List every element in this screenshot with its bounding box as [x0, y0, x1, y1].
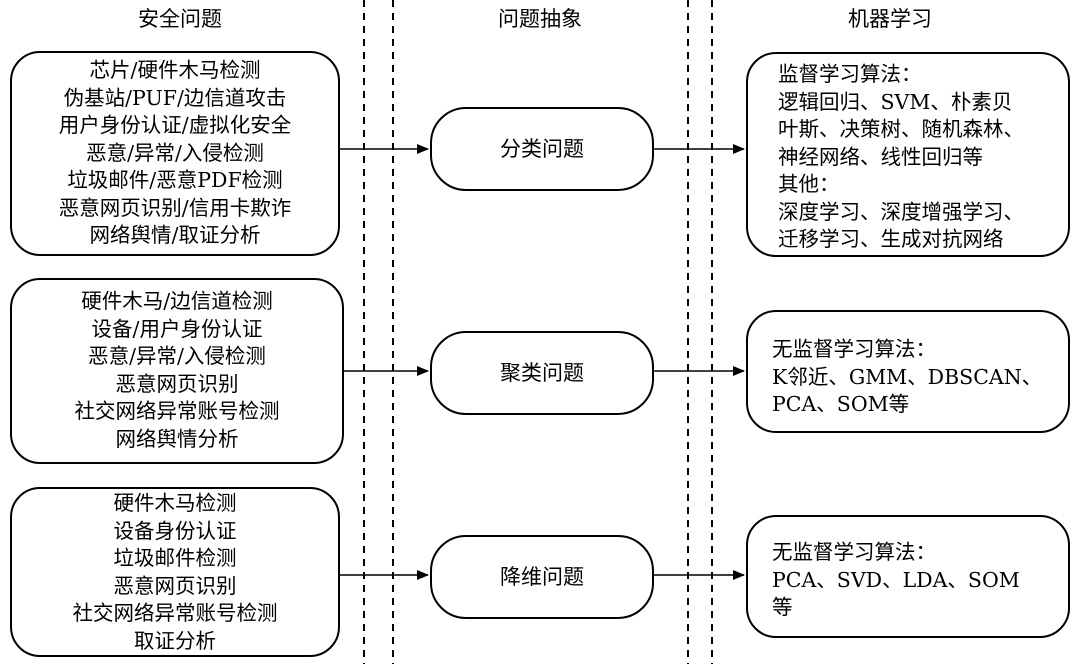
method-line: PCA、SVD、LDA、SOM [772, 567, 1020, 592]
security-box-2: 硬件木马/边信道检测 设备/用户身份认证 恶意/异常/入侵检测 恶意网页识别 社… [10, 278, 344, 464]
header-ml: 机器学习 [848, 7, 932, 31]
problem-line: 恶意/异常/入侵检测 [88, 344, 266, 368]
problem-line: 社交网络异常账号检测 [72, 601, 278, 625]
method-line: K邻近、GMM、DBSCAN、 [772, 364, 1043, 389]
method-line: 无监督学习算法： [772, 337, 936, 361]
problem-line: 硬件木马/边信道检测 [81, 289, 273, 313]
problem-line: 伪基站/PUF/边信道攻击 [63, 85, 287, 110]
abstraction-pill-clustering: 聚类问题 [430, 331, 654, 415]
problem-line: 网络舆情分析 [115, 426, 239, 451]
problem-line: 设备身份认证 [113, 518, 237, 543]
method-line: 迁移学习、生成对抗网络 [778, 227, 1004, 251]
security-box-3: 硬件木马检测 设备身份认证 垃圾邮件检测 恶意网页识别 社交网络异常账号检测 取… [10, 487, 340, 657]
ml-box-2: 无监督学习算法： K邻近、GMM、DBSCAN、 PCA、SOM等 [746, 310, 1070, 433]
method-line: 逻辑回归、SVM、朴素贝 [778, 89, 1013, 114]
problem-line: 恶意/异常/入侵检测 [86, 140, 264, 165]
header-security: 安全问题 [138, 7, 222, 31]
method-line: 监督学习算法： [778, 62, 922, 86]
abstraction-pill-dim-reduction: 降维问题 [430, 535, 654, 619]
abstraction-pill-classification: 分类问题 [430, 107, 654, 191]
problem-line: 芯片/硬件木马检测 [89, 58, 261, 82]
method-line: 等 [772, 595, 793, 619]
problem-line: 垃圾邮件检测 [113, 546, 237, 570]
problem-line: 恶意网页识别 [113, 573, 237, 598]
problem-line: 恶意网页识别 [115, 371, 239, 396]
ml-box-3: 无监督学习算法： PCA、SVD、LDA、SOM 等 [746, 515, 1070, 638]
problem-line: 硬件木马检测 [113, 491, 237, 515]
method-line: 无监督学习算法： [772, 540, 936, 564]
problem-line: 取证分析 [134, 628, 216, 653]
method-line: 叶斯、决策树、随机森林、 [778, 117, 1024, 141]
problem-line: 用户身份认证/虚拟化安全 [58, 113, 292, 137]
problem-line: 设备/用户身份认证 [91, 316, 263, 341]
problem-line: 网络舆情/取证分析 [89, 223, 261, 247]
problem-line: 恶意网页识别/信用卡欺诈 [58, 195, 292, 220]
problem-line: 社交网络异常账号检测 [74, 399, 280, 423]
method-line: 神经网络、线性回归等 [778, 144, 983, 169]
header-abstraction: 问题抽象 [498, 7, 582, 31]
method-line: 深度学习、深度增强学习、 [778, 199, 1024, 224]
security-box-1: 芯片/硬件木马检测 伪基站/PUF/边信道攻击 用户身份认证/虚拟化安全 恶意/… [10, 51, 340, 256]
ml-box-1: 监督学习算法： 逻辑回归、SVM、朴素贝 叶斯、决策树、随机森林、 神经网络、线… [746, 52, 1070, 257]
problem-line: 垃圾邮件/恶意PDF检测 [67, 168, 283, 192]
method-line: 其他： [778, 172, 840, 196]
method-line: PCA、SOM等 [772, 392, 910, 416]
